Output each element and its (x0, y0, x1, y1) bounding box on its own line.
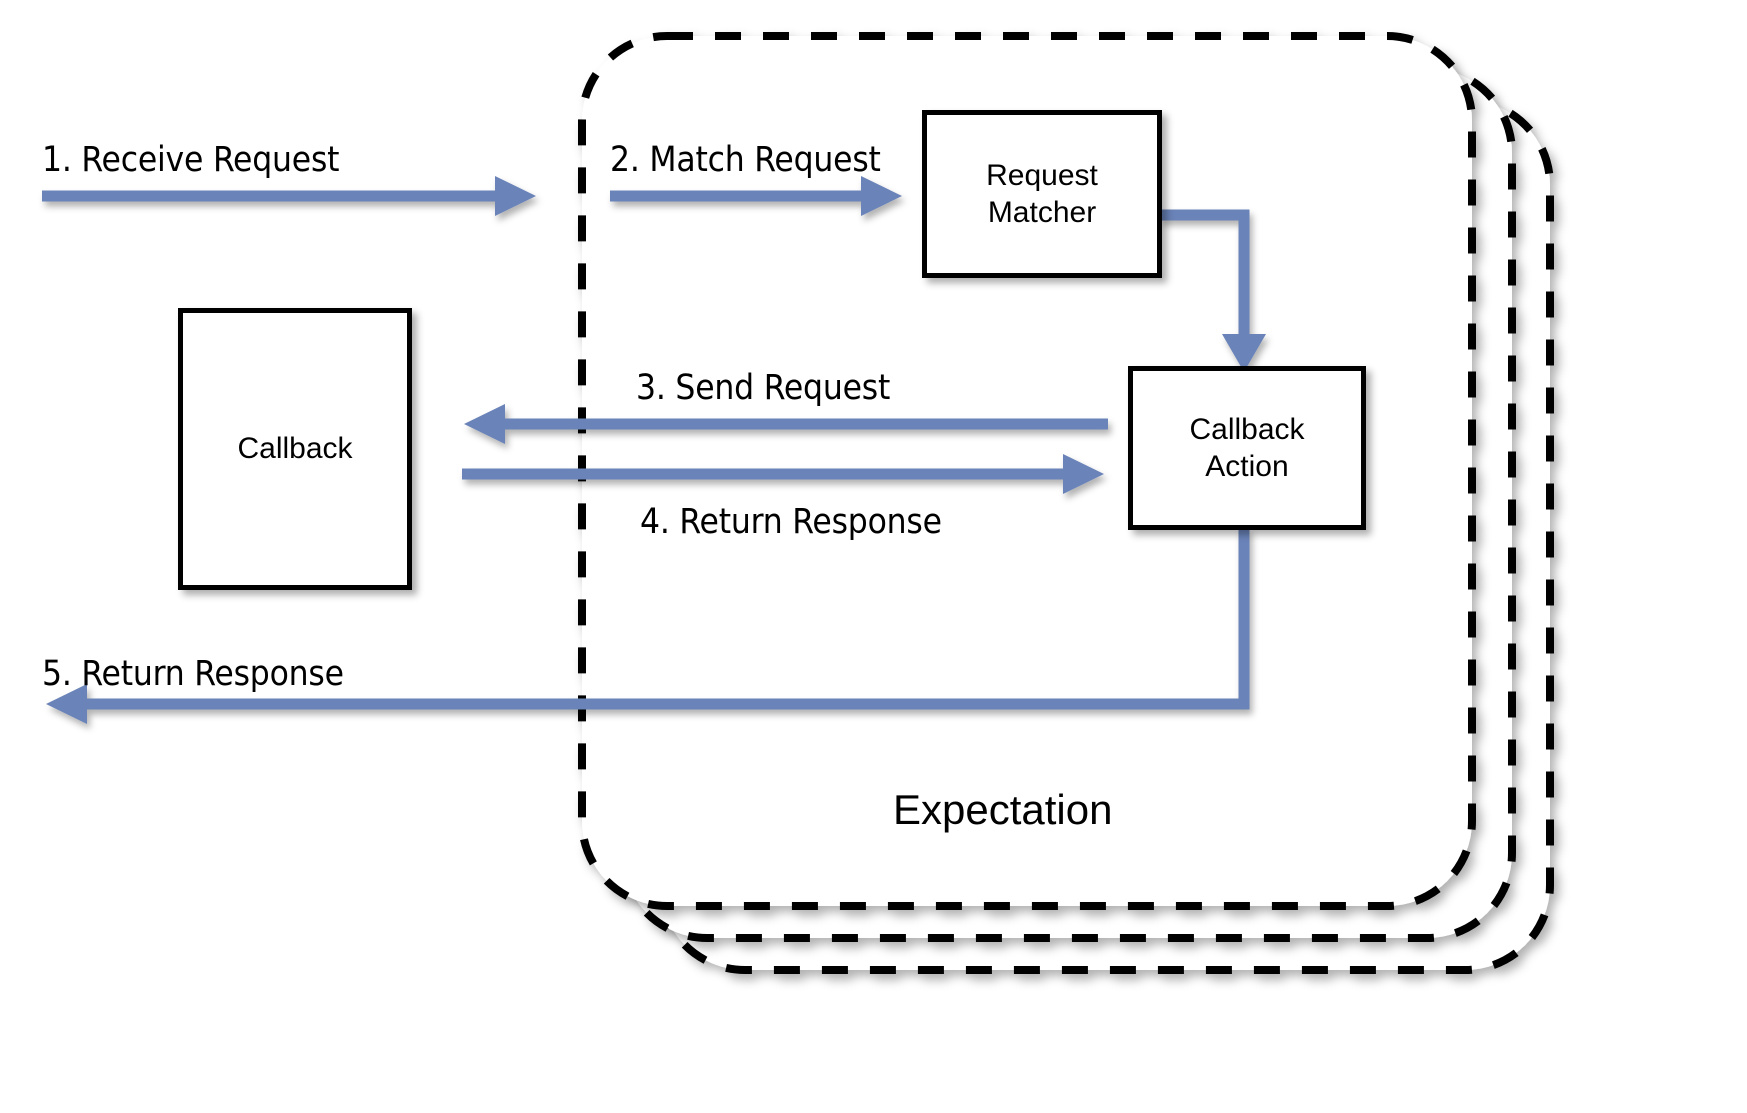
step-2-arrow (610, 176, 902, 216)
box-callback-action-label-line2: Action (1205, 450, 1289, 483)
step-2-label: 2. Match Request (610, 140, 881, 180)
connector-matcher-to-action (1160, 209, 1266, 372)
box-request-matcher-label-line2: Matcher (987, 196, 1097, 229)
box-callback[interactable]: Callback (178, 308, 412, 590)
box-request-matcher-label: Request Matcher (986, 157, 1098, 232)
box-callback-action-label-line1: Callback (1189, 412, 1305, 446)
step-5-label: 5. Return Response (42, 654, 344, 694)
step-3-arrow (464, 404, 1108, 444)
step-4-arrow (462, 454, 1104, 494)
box-request-matcher-label-line1: Request (986, 158, 1098, 192)
box-callback-action[interactable]: Callback Action (1128, 366, 1366, 530)
expectation-title: Expectation (893, 786, 1113, 833)
step-5-arrow (46, 528, 1250, 724)
step-3-label: 3. Send Request (636, 368, 891, 408)
box-request-matcher[interactable]: Request Matcher (922, 110, 1162, 278)
step-1-arrow (42, 176, 536, 216)
step-1-label: 1. Receive Request (42, 140, 340, 180)
box-callback-action-label: Callback Action (1189, 411, 1304, 486)
box-callback-label: Callback (237, 432, 353, 466)
step-4-label: 4. Return Response (640, 502, 942, 542)
